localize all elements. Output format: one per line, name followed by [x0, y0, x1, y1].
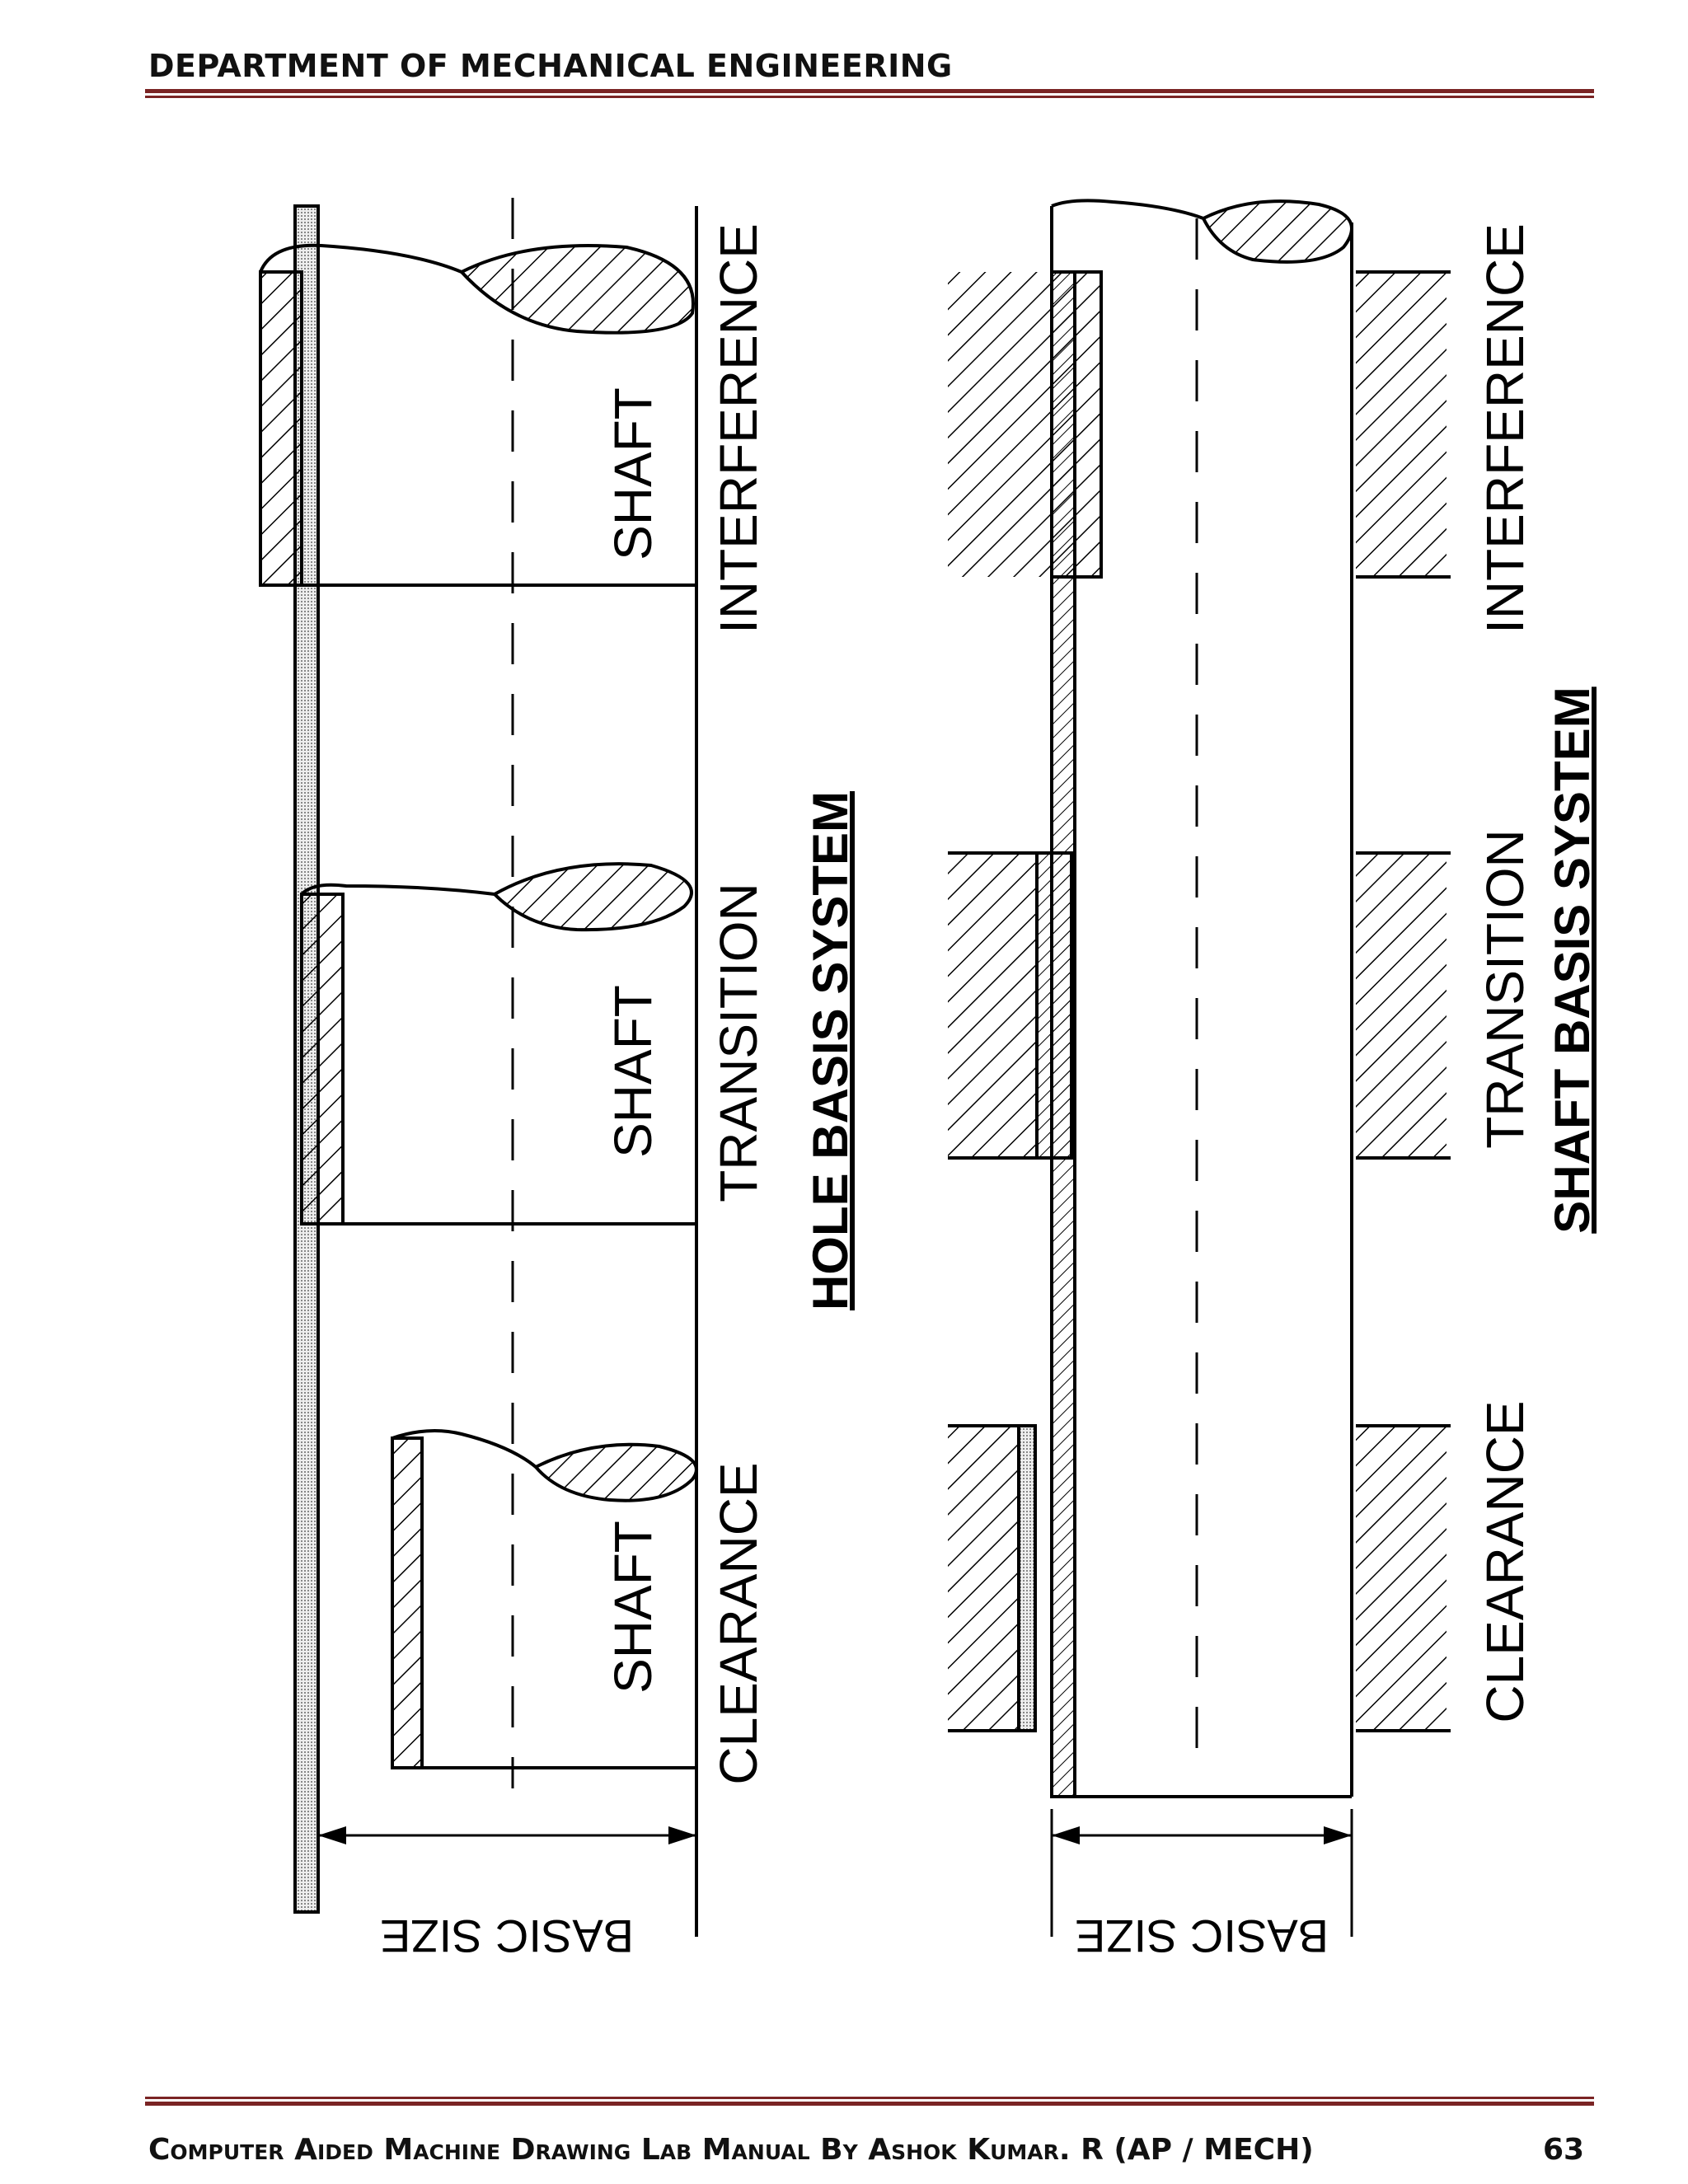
shaft-transition-label: TRANSITION: [1475, 829, 1535, 1149]
hole-shaft-label-2: SHAFT: [603, 985, 663, 1158]
shaft-clearance-label: CLEARANCE: [1475, 1400, 1535, 1722]
shaft-basis-title: SHAFT BASIS SYSTEM: [1545, 687, 1600, 1233]
footer-rule-thin: [145, 2097, 1594, 2099]
footer-rule: [145, 2102, 1594, 2106]
header-rule-thin: [145, 96, 1594, 98]
department-header: DEPARTMENT OF MECHANICAL ENGINEERING: [148, 48, 953, 84]
shaft-basis-diagram: [948, 199, 1451, 1937]
hole-shaft-label-1: SHAFT: [603, 1521, 663, 1694]
interference-housing: [948, 270, 1451, 579]
hole-shaft-label-3: SHAFT: [603, 387, 663, 560]
hole-basis-title: HOLE BASIS SYSTEM: [803, 791, 858, 1310]
transition-shaft: [300, 862, 696, 1226]
header-rule: [145, 89, 1594, 93]
footer-manual-title: Computer Aided Machine Drawing Lab Manua…: [148, 2133, 1314, 2167]
clearance-shaft: [391, 1429, 698, 1769]
shaft-basic-size-label: BASIC SIZE: [1075, 1910, 1329, 1962]
page-number: 63: [1543, 2133, 1585, 2167]
hole-basis-diagram: [259, 198, 698, 1937]
hole-interference-label: INTERFERENCE: [709, 223, 768, 634]
shaft-interference-label: INTERFERENCE: [1475, 223, 1535, 634]
hole-basic-size-label: BASIC SIZE: [380, 1910, 634, 1962]
transition-housing: [948, 851, 1451, 1160]
hole-transition-label: TRANSITION: [709, 883, 768, 1202]
interference-shaft: [259, 243, 696, 587]
clearance-housing: [948, 1424, 1451, 1732]
hole-clearance-label: CLEARANCE: [709, 1462, 768, 1784]
